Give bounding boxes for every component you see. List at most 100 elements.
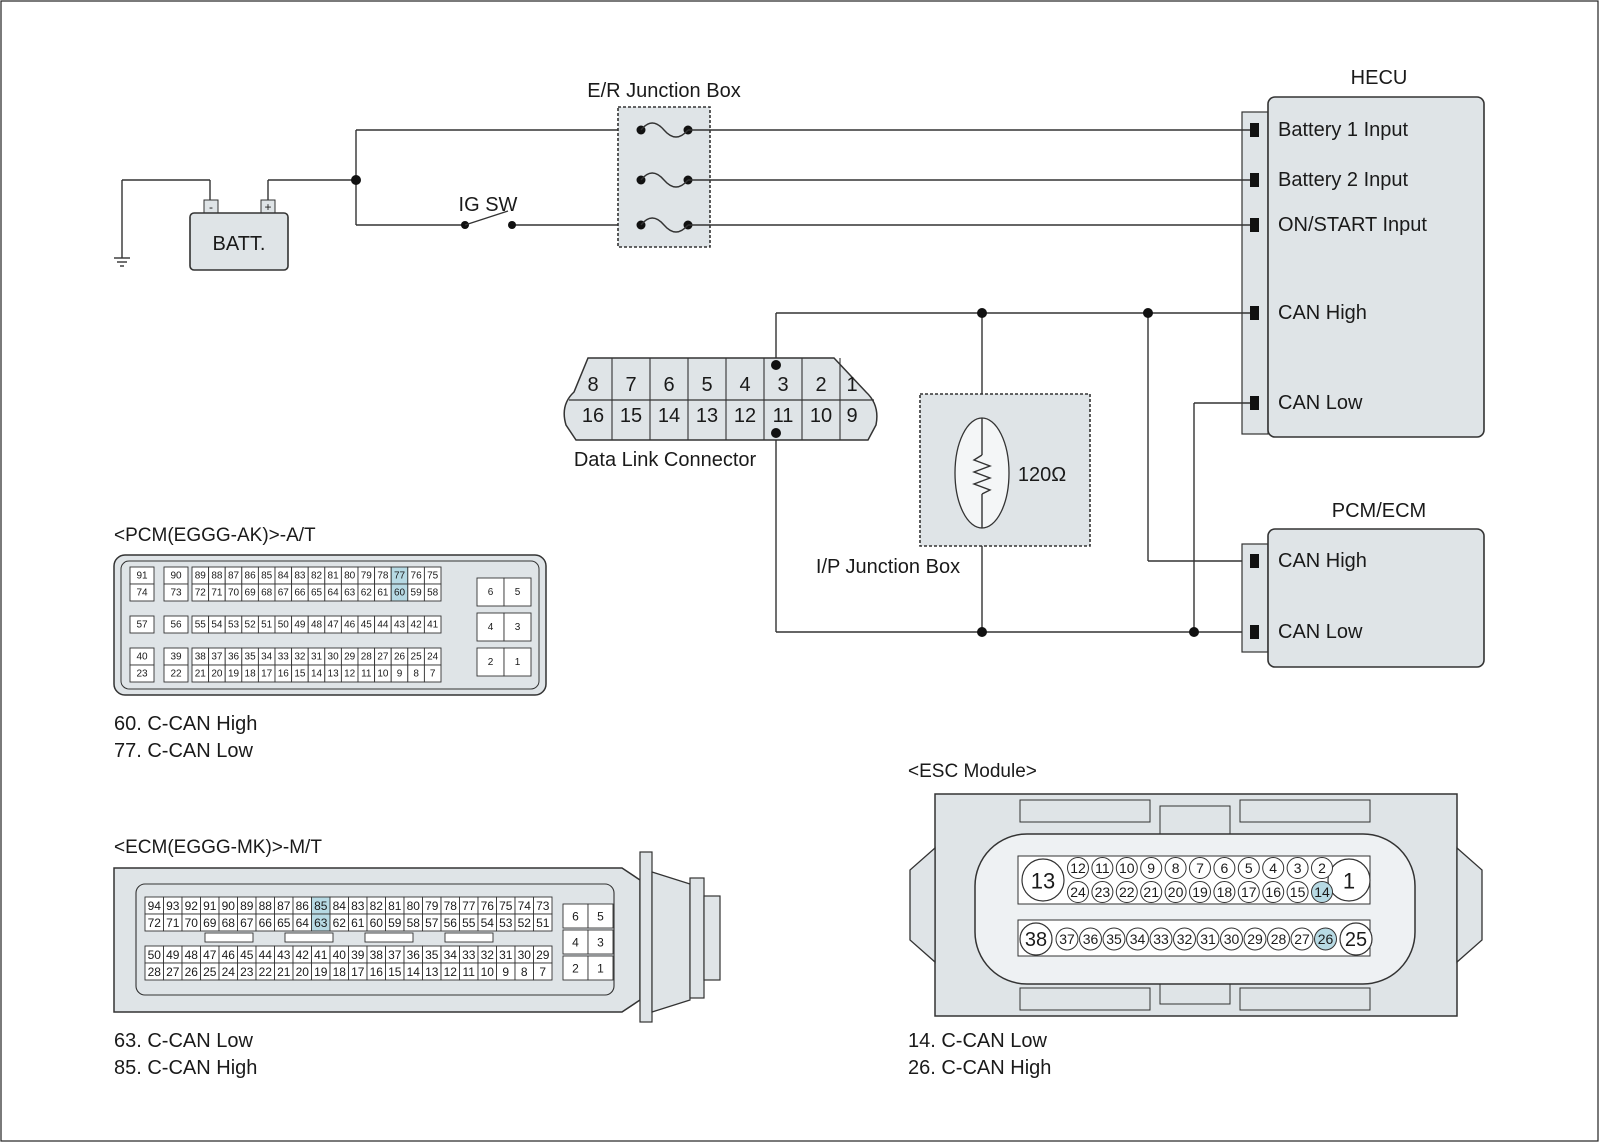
esc-pin-18: 18 xyxy=(1217,884,1233,900)
dlc-pin-2: 2 xyxy=(815,374,826,396)
er-junction-box-label: E/R Junction Box xyxy=(587,80,740,102)
pcm-pin-21: 21 xyxy=(195,669,207,680)
pcm-pin-45: 45 xyxy=(361,620,373,631)
esc-pin-4: 4 xyxy=(1269,860,1277,876)
ecm-pin-83: 83 xyxy=(351,899,365,913)
ecm-pin-31: 31 xyxy=(499,948,513,962)
ecm-pin-71: 71 xyxy=(166,916,180,930)
esc-pin-circle xyxy=(1314,927,1337,951)
pcm-pin-13: 13 xyxy=(328,669,340,680)
esc-big-pin-1 xyxy=(1327,858,1371,902)
fuse-3 xyxy=(640,217,689,233)
pcm-pin-7: 7 xyxy=(430,669,436,680)
ecm-pin-60: 60 xyxy=(370,916,384,930)
pcm-pin-86: 86 xyxy=(245,571,257,582)
esc-pin-3: 3 xyxy=(1294,860,1302,876)
esc-pin-circle xyxy=(1213,857,1236,879)
pcm-pin-42: 42 xyxy=(411,620,423,631)
esc-pin-38: 38 xyxy=(1025,929,1047,951)
ecm-key-slot xyxy=(364,932,414,943)
esc-pin-circle xyxy=(1286,881,1309,903)
pcm-pin-76: 76 xyxy=(411,571,423,582)
ecm-pin-66: 66 xyxy=(259,916,273,930)
pcm-pin-67: 67 xyxy=(278,588,290,599)
ecm-pin-32: 32 xyxy=(481,948,495,962)
pcm-ecm-pin-terminal xyxy=(1250,554,1259,568)
pcm-pin-57: 57 xyxy=(136,620,148,631)
ecm-pin-12: 12 xyxy=(444,965,458,979)
esc-pin-circle xyxy=(1237,881,1260,903)
pcm-pin-22-cell xyxy=(163,664,189,683)
pcm-pin-9: 9 xyxy=(397,669,403,680)
pcm-at-title: <PCM(EGGG-AK)>-A/T xyxy=(114,525,316,546)
pcm-pin-20: 20 xyxy=(211,669,223,680)
ecm-key-slot xyxy=(204,932,254,943)
esc-pin-5: 5 xyxy=(1245,860,1253,876)
ecm-pin-5: 5 xyxy=(597,910,604,924)
pcm-pin-22: 22 xyxy=(170,669,182,680)
dlc-pin-3: 3 xyxy=(777,374,788,396)
esc-pin-17: 17 xyxy=(1241,884,1257,900)
ecm-pin-61: 61 xyxy=(351,916,365,930)
hecu-pin-5: CAN Low xyxy=(1278,392,1363,414)
pcm-pin-54: 54 xyxy=(211,620,223,631)
dlc-pin-1: 1 xyxy=(846,374,857,396)
pcm-pin-12: 12 xyxy=(344,669,356,680)
ecm-pin-69: 69 xyxy=(203,916,217,930)
pcm-pin-35: 35 xyxy=(245,652,257,663)
pcm-pin-58-cell xyxy=(423,583,442,602)
ecm-pin-10: 10 xyxy=(481,965,495,979)
ecm-pin-89: 89 xyxy=(240,899,254,913)
esc-pin-circle xyxy=(1126,927,1149,951)
dlc-pin-9: 9 xyxy=(846,405,857,427)
esc-pin-1: 1 xyxy=(1343,869,1355,894)
esc-module-legend-2: 26. C-CAN High xyxy=(908,1057,1051,1079)
pcm-pin-40: 40 xyxy=(136,652,148,663)
ecm-pin-81: 81 xyxy=(388,899,402,913)
esc-pin-circle xyxy=(1091,881,1114,903)
esc-pin-circle xyxy=(1173,927,1196,951)
dlc-pin-5: 5 xyxy=(701,374,712,396)
er-junction-box: E/R Junction Box xyxy=(587,80,741,248)
pcm-pin-26: 26 xyxy=(394,652,406,663)
hecu-pin-terminal xyxy=(1250,306,1259,320)
pcm-pin-57-cell xyxy=(129,615,155,634)
ecm-pin-24: 24 xyxy=(222,965,236,979)
pcm-pin-74-cell xyxy=(129,583,155,602)
ecm-pin-91: 91 xyxy=(203,899,217,913)
ecm-pin-87: 87 xyxy=(277,899,291,913)
ecm-pin-28: 28 xyxy=(148,965,162,979)
ecm-pin-58: 58 xyxy=(407,916,421,930)
ecm-pin-73: 73 xyxy=(536,899,550,913)
esc-pin-7: 7 xyxy=(1196,860,1204,876)
pcm-pin-59: 59 xyxy=(411,588,423,599)
esc-pin-circle xyxy=(1164,881,1187,903)
resistor-value: 120Ω xyxy=(1018,464,1066,486)
pcm-at-legend-1: 60. C-CAN High xyxy=(114,713,257,735)
esc-pin-32: 32 xyxy=(1177,931,1193,947)
battery-positive-sign: + xyxy=(264,200,271,214)
ecm-key-slot xyxy=(444,932,494,943)
pcm-pin-39: 39 xyxy=(170,652,182,663)
pcm-pin-32: 32 xyxy=(294,652,306,663)
pcm-pin-5: 5 xyxy=(515,587,521,598)
esc-module-title: <ESC Module> xyxy=(908,761,1037,782)
pcm-pin-64: 64 xyxy=(328,588,340,599)
esc-pin-12: 12 xyxy=(1070,860,1086,876)
ecm-pin-68: 68 xyxy=(222,916,236,930)
esc-pin-35: 35 xyxy=(1106,931,1122,947)
ecm-pin-11: 11 xyxy=(463,965,476,979)
pcm-pin-38: 38 xyxy=(195,652,207,663)
esc-pin-circle xyxy=(1149,927,1173,951)
esc-pin-13: 13 xyxy=(1031,869,1055,894)
dlc-pin-15: 15 xyxy=(620,405,642,427)
ip-junction-box: 120Ω I/P Junction Box xyxy=(816,393,1091,578)
ecm-pin-30: 30 xyxy=(518,948,532,962)
ecm-pin-48: 48 xyxy=(185,948,199,962)
pcm-ecm-title: PCM/ECM xyxy=(1332,500,1426,522)
pcm-ecm-pin-1: CAN High xyxy=(1278,550,1367,572)
ecm-pin-77: 77 xyxy=(462,899,476,913)
ecm-pin-59: 59 xyxy=(388,916,402,930)
battery-negative-sign: - xyxy=(209,200,213,214)
